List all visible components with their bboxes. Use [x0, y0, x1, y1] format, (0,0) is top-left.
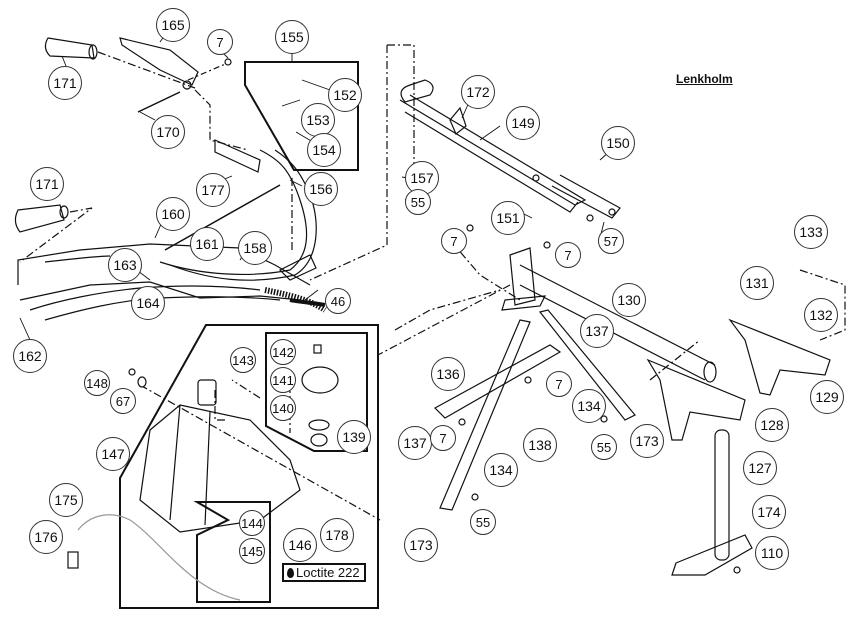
bracket-129 [728, 318, 831, 396]
callout-162: 162 [13, 339, 47, 373]
callout-136: 136 [431, 357, 465, 391]
strut-134-right [538, 309, 636, 421]
callout-7: 7 [546, 371, 572, 397]
callout-151: 151 [491, 201, 525, 235]
connector-lines [139, 44, 846, 521]
callout-132: 132 [804, 298, 838, 332]
callout-152: 152 [328, 78, 362, 112]
stand-127 [671, 429, 753, 576]
diagram-title: Lenkholm [676, 72, 733, 86]
callout-156: 156 [304, 172, 338, 206]
callout-131: 131 [740, 266, 774, 300]
box-147 [119, 324, 379, 609]
callout-147: 147 [96, 437, 130, 471]
strut-134-left [439, 319, 531, 511]
callout-55: 55 [470, 509, 496, 535]
cable-46 [264, 287, 327, 313]
callout-154: 154 [307, 133, 341, 167]
box-155 [244, 61, 359, 171]
callout-141: 141 [270, 367, 296, 393]
callout-137: 137 [398, 426, 432, 460]
callout-145: 145 [239, 538, 265, 564]
callout-160: 160 [156, 197, 190, 231]
grip-171-top [44, 37, 196, 89]
lever-165 [119, 37, 199, 86]
callout-55: 55 [405, 189, 431, 215]
callout-55: 55 [591, 434, 617, 460]
callout-178: 178 [320, 518, 354, 552]
loctite-label: Loctite 222 [282, 563, 366, 582]
callout-7: 7 [441, 228, 467, 254]
callout-7: 7 [430, 425, 456, 451]
callout-57: 57 [598, 228, 624, 254]
callout-139: 139 [337, 420, 371, 454]
grip-171-mid [14, 204, 93, 263]
callout-165: 165 [156, 8, 190, 42]
beam-130 [501, 247, 717, 383]
box-146 [193, 501, 271, 603]
callout-134: 134 [484, 453, 518, 487]
fuel-cap-141 [301, 344, 339, 447]
callout-173: 173 [630, 424, 664, 458]
callout-129: 129 [810, 380, 844, 414]
callout-142: 142 [270, 339, 296, 365]
box-143 [265, 332, 368, 452]
callout-176: 176 [29, 520, 63, 554]
callout-138: 138 [523, 428, 557, 462]
hardware-fasteners [128, 58, 741, 574]
callout-171: 171 [48, 66, 82, 100]
callout-175: 175 [49, 483, 83, 517]
callout-127: 127 [743, 451, 777, 485]
callout-173: 173 [404, 528, 438, 562]
strut-136 [434, 344, 562, 419]
callout-7: 7 [207, 29, 233, 55]
drop-icon [287, 567, 294, 578]
callout-46: 46 [325, 288, 351, 314]
callout-177: 177 [196, 173, 230, 207]
callout-153: 153 [301, 103, 335, 137]
callout-157: 157 [405, 161, 439, 195]
callout-140: 140 [270, 395, 296, 421]
callout-170: 170 [151, 115, 185, 149]
callout-67: 67 [110, 388, 136, 414]
callout-110: 110 [755, 536, 789, 570]
callout-171: 171 [30, 167, 64, 201]
callout-130: 130 [612, 283, 646, 317]
callout-163: 163 [108, 248, 142, 282]
callout-144: 144 [239, 510, 265, 536]
callout-137: 137 [580, 314, 614, 348]
callout-134: 134 [572, 389, 606, 423]
callout-148: 148 [84, 370, 110, 396]
callout-172: 172 [461, 75, 495, 109]
callout-158: 158 [238, 231, 272, 265]
beam-149 [399, 79, 621, 219]
callout-146: 146 [283, 528, 317, 562]
callout-161: 161 [190, 227, 224, 261]
callout-150: 150 [601, 126, 635, 160]
loctite-text: Loctite 222 [296, 565, 360, 580]
callout-174: 174 [752, 495, 786, 529]
callout-143: 143 [230, 347, 256, 373]
bracket-128 [646, 358, 746, 441]
filter-176 [67, 551, 79, 569]
callout-128: 128 [755, 408, 789, 442]
callout-133: 133 [794, 215, 828, 249]
fuel-line-175 [77, 514, 241, 601]
callout-7: 7 [555, 242, 581, 268]
callout-149: 149 [506, 106, 540, 140]
callout-164: 164 [131, 286, 165, 320]
callout-155: 155 [275, 20, 309, 54]
